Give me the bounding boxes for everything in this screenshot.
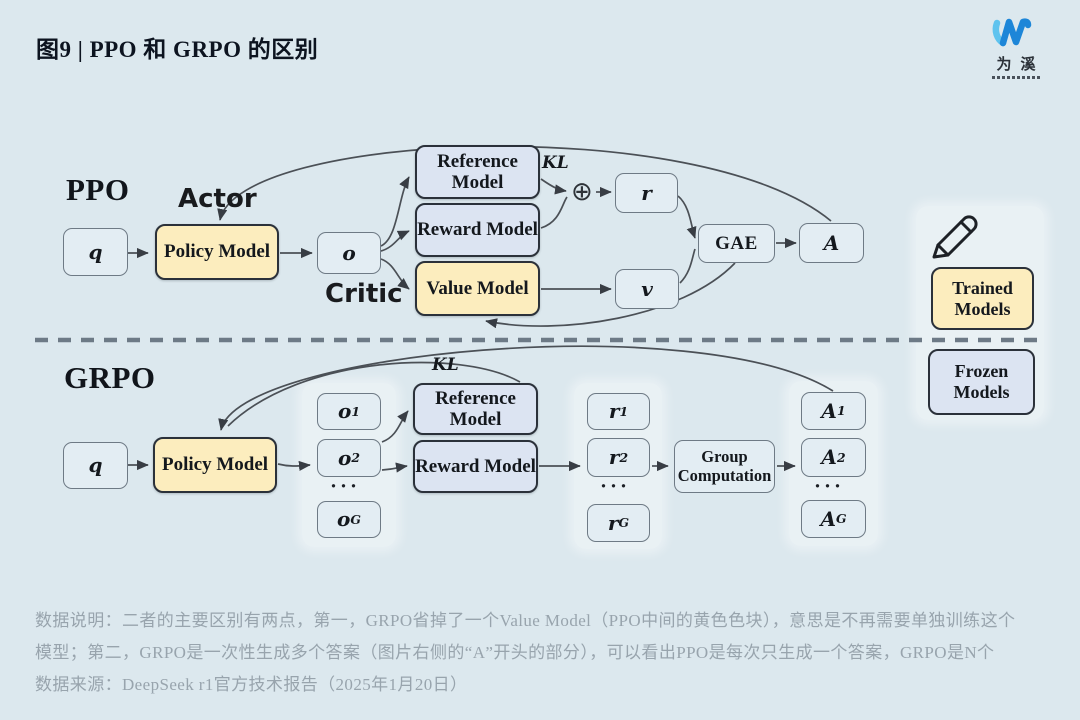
grpo-section-label: GRPO	[64, 360, 156, 395]
rG-sub: G	[618, 515, 630, 531]
oplus-icon: ⊕	[571, 177, 593, 207]
r1-sub: 1	[619, 403, 629, 419]
ppo-kl-label: KL	[542, 153, 569, 173]
legend-trained-models: Trained Models	[931, 267, 1034, 330]
grpo-policy-model-node: Policy Model	[153, 437, 277, 493]
r-ellipsis: ···	[600, 474, 631, 498]
legend-frozen-models: Frozen Models	[928, 349, 1035, 415]
r1-base: r	[608, 399, 620, 424]
ppo-reward-model-node: Reward Model	[415, 203, 540, 257]
ppo-a-node: A	[799, 223, 864, 263]
footer-note-line1: 数据说明：二者的主要区别有两点，第一，GRPO省掉了一个Value Model（…	[35, 611, 1016, 630]
ppo-gae-node: GAE	[698, 224, 775, 263]
ppo-o-node: o	[317, 232, 381, 274]
grpo-group-computation-node: Group Computation	[674, 440, 775, 493]
ppo-critic-label: Critic	[325, 279, 403, 309]
weixi-logo-icon	[992, 18, 1032, 47]
ppo-r-node: r	[615, 173, 678, 213]
a2-sub: 2	[836, 449, 846, 465]
o-ellipsis: ···	[330, 474, 361, 498]
oG-sub: G	[350, 511, 361, 527]
ppo-section-label: PPO	[66, 172, 130, 207]
grpo-reference-model-node: Reference Model	[413, 383, 538, 435]
o2-sub: 2	[351, 450, 360, 466]
a2-base: A	[821, 445, 837, 470]
a1-sub: 1	[836, 403, 846, 419]
grpo-q-node: q	[63, 442, 128, 489]
ppo-q-node: q	[63, 228, 128, 276]
r2-sub: 2	[619, 449, 629, 465]
ppo-policy-model-node: Policy Model	[155, 224, 279, 280]
brand-tagline	[992, 76, 1040, 79]
aG-base: A	[820, 506, 836, 531]
brand-logo: 为溪	[976, 16, 1056, 79]
grpo-reward-model-node: Reward Model	[413, 440, 538, 493]
ppo-value-model-node: Value Model	[415, 261, 540, 316]
o1-sub: 1	[351, 403, 360, 419]
grpo-kl-label: KL	[432, 355, 459, 375]
ppo-actor-label: Actor	[178, 184, 257, 214]
o2-base: o	[338, 445, 352, 470]
oG-base: o	[337, 507, 351, 532]
brand-name: 为溪	[996, 57, 1045, 73]
pencil-icon	[932, 215, 978, 259]
footer-note-line2: 模型；第二，GRPO是一次性生成多个答案（图片右侧的“A”开头的部分），可以看出…	[35, 643, 995, 662]
ppo-reference-model-node: Reference Model	[415, 145, 540, 199]
r2-base: r	[608, 445, 620, 470]
o1-base: o	[338, 399, 352, 424]
aG-sub: G	[835, 511, 847, 527]
footer-source: 数据来源：DeepSeek r1官方技术报告（2025年1月20日）	[35, 675, 468, 694]
rG-base: r	[607, 510, 619, 535]
a-ellipsis: ···	[814, 474, 845, 498]
a1-base: A	[821, 398, 837, 423]
ppo-v-node: v	[615, 269, 679, 309]
page-title: 图9 | PPO 和 GRPO 的区别	[36, 37, 319, 62]
